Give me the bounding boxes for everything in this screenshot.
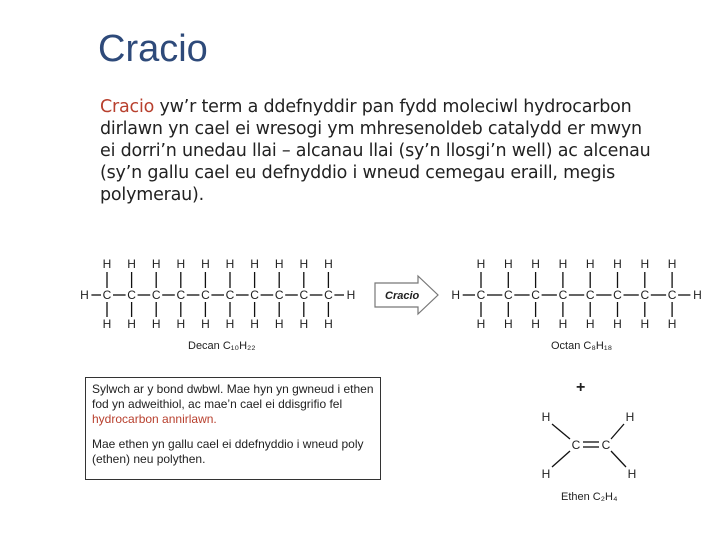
ethene-molecule: H H C C H H — [542, 410, 637, 481]
single-bond — [610, 450, 627, 468]
hydrogen-atom: H — [127, 317, 136, 331]
slide-title: Cracio — [98, 28, 208, 70]
hydrogen-atom: H — [201, 317, 210, 331]
carbon-atom: C — [613, 288, 622, 302]
hydrogen-atom: H — [477, 317, 486, 331]
hydrogen-atom: H — [451, 288, 460, 302]
note-box: Sylwch ar y bond dwbwl. Mae hyn yn gwneu… — [85, 377, 381, 480]
carbon-atom: C — [504, 288, 513, 302]
hydrogen-atom: H — [226, 257, 235, 271]
hydrogen-atom: H — [668, 317, 677, 331]
carbon-atom: C — [586, 288, 595, 302]
hydrogen-atom: H — [559, 257, 568, 271]
single-bond — [610, 423, 625, 440]
hydrogen-atom: H — [640, 317, 649, 331]
hydrogen-atom: H — [103, 317, 112, 331]
carbon-atom: C — [602, 438, 611, 452]
note-paragraph-2: Mae ethen yn gallu cael ei ddefnyddio i … — [92, 437, 364, 466]
hydrogen-atom: H — [531, 317, 540, 331]
carbon-atom: C — [477, 288, 486, 302]
carbon-atom: C — [127, 288, 136, 302]
note-paragraph-1: Sylwch ar y bond dwbwl. Mae hyn yn gwneu… — [92, 382, 374, 427]
decane-label: Decan C₁₀H₂₂ — [188, 340, 256, 352]
hydrogen-atom: H — [250, 257, 259, 271]
hydrogen-atom: H — [176, 317, 185, 331]
intro-highlight: Cracio — [100, 97, 155, 117]
intro-text: yw’r term a ddefnyddir pan fydd moleciwl… — [100, 97, 651, 205]
hydrogen-atom: H — [347, 288, 356, 302]
hydrogen-atom: H — [250, 317, 259, 331]
hydrogen-atom: H — [201, 257, 210, 271]
note-text-1: Sylwch ar y bond dwbwl. Mae hyn yn gwneu… — [92, 382, 374, 411]
hydrogen-atom: H — [275, 317, 284, 331]
hydrogen-atom: H — [586, 257, 595, 271]
hydrogen-atom: H — [626, 410, 635, 424]
hydrogen-atom: H — [324, 257, 333, 271]
carbon-atom: C — [531, 288, 540, 302]
carbon-atom: C — [324, 288, 333, 302]
hydrogen-atom: H — [504, 257, 513, 271]
hydrogen-atom: H — [80, 288, 89, 302]
hydrogen-atom: H — [152, 257, 161, 271]
plus-sign: + — [576, 379, 585, 396]
single-bond — [551, 423, 571, 440]
carbon-atom: C — [640, 288, 649, 302]
arrow-label: Cracio — [385, 290, 420, 302]
note-highlight: hydrocarbon annirlawn. — [92, 412, 217, 426]
cracking-arrow: Cracio — [374, 274, 439, 316]
carbon-atom: C — [275, 288, 284, 302]
hydrogen-atom: H — [559, 317, 568, 331]
hydrogen-atom: H — [628, 467, 637, 481]
hydrogen-atom: H — [693, 288, 702, 302]
carbon-atom: C — [250, 288, 259, 302]
intro-paragraph: Cracio yw’r term a ddefnyddir pan fydd m… — [100, 96, 660, 206]
hydrogen-atom: H — [176, 257, 185, 271]
carbon-atom: C — [572, 438, 581, 452]
hydrogen-atom: H — [127, 257, 136, 271]
hydrogen-atom: H — [613, 257, 622, 271]
hydrogen-atom: H — [668, 257, 677, 271]
hydrogen-atom: H — [504, 317, 513, 331]
hydrogen-atom: H — [103, 257, 112, 271]
hydrogen-atom: H — [613, 317, 622, 331]
carbon-atom: C — [201, 288, 210, 302]
carbon-atom: C — [176, 288, 185, 302]
carbon-atom: C — [299, 288, 308, 302]
ethene-label: Ethen C₂H₄ — [561, 491, 618, 503]
hydrogen-atom: H — [324, 317, 333, 331]
hydrogen-atom: H — [531, 257, 540, 271]
hydrogen-atom: H — [226, 317, 235, 331]
hydrogen-atom: H — [586, 317, 595, 331]
hydrogen-atom: H — [477, 257, 486, 271]
hydrogen-atom: H — [152, 317, 161, 331]
carbon-atom: C — [668, 288, 677, 302]
carbon-atom: C — [559, 288, 568, 302]
hydrogen-atom: H — [275, 257, 284, 271]
carbon-atom: C — [103, 288, 112, 302]
octane-label: Octan C₈H₁₈ — [551, 340, 612, 352]
single-bond — [551, 450, 571, 468]
hydrogen-atom: H — [299, 317, 308, 331]
carbon-atom: C — [226, 288, 235, 302]
hydrogen-atom: H — [299, 257, 308, 271]
carbon-atom: C — [152, 288, 161, 302]
hydrogen-atom: H — [542, 467, 551, 481]
octane-molecule: H H C H H C H H C H H C H H C H H C H H C H H C H H — [451, 257, 701, 331]
hydrogen-atom: H — [640, 257, 649, 271]
hydrogen-atom: H — [542, 410, 551, 424]
